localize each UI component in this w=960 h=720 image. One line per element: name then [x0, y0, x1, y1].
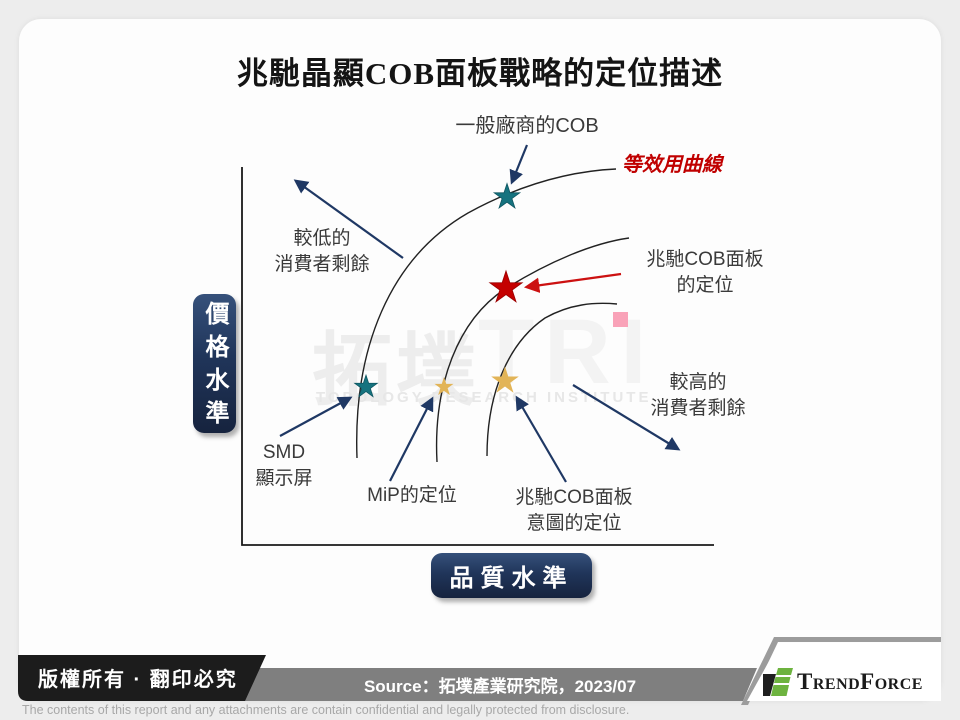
source-text: Source：拓墣產業研究院，2023/07 [363, 677, 637, 696]
y-axis-label-box: 價格水準 [193, 294, 236, 433]
disclaimer-text: The contents of this report and any atta… [22, 703, 630, 717]
logo-icon-green-bar-2 [774, 677, 791, 683]
trendforce-wordmark: TrendForce [797, 669, 923, 694]
watermark-subtitle: TOPOLOGY RESEARCH INSTITUTE [316, 389, 652, 406]
y-axis-label: 價格水準 [201, 300, 228, 433]
copyright-text: 版權所有 · 翻印必究 [38, 669, 238, 691]
label-tcl-intended-position: 兆馳COB面板 意圖的定位 [515, 487, 633, 534]
label-tcl-cob-position: 兆馳COB面板 的定位 [646, 249, 764, 296]
logo-icon-green-bar-3 [771, 685, 789, 696]
label-generic-cob: 一般廠商的COB [455, 115, 599, 137]
page-title: 兆馳晶顯COB面板戰略的定位描述 [236, 56, 724, 91]
x-axis-label-box: 品質水準 [431, 553, 592, 598]
label-iso-utility-curve: 等效用曲線 [622, 154, 722, 176]
label-higher-consumer-surplus: 較高的 消費者剩餘 [650, 372, 746, 419]
label-smd-display: SMD 顯示屏 [255, 442, 313, 489]
logo-icon-green-bar-1 [776, 668, 793, 675]
trendforce-logo-icon [762, 666, 794, 702]
x-axis-label: 品質水準 [449, 565, 574, 592]
label-mip-position: MiP的定位 [367, 485, 457, 506]
label-lower-consumer-surplus: 較低的 消費者剩餘 [274, 228, 370, 275]
